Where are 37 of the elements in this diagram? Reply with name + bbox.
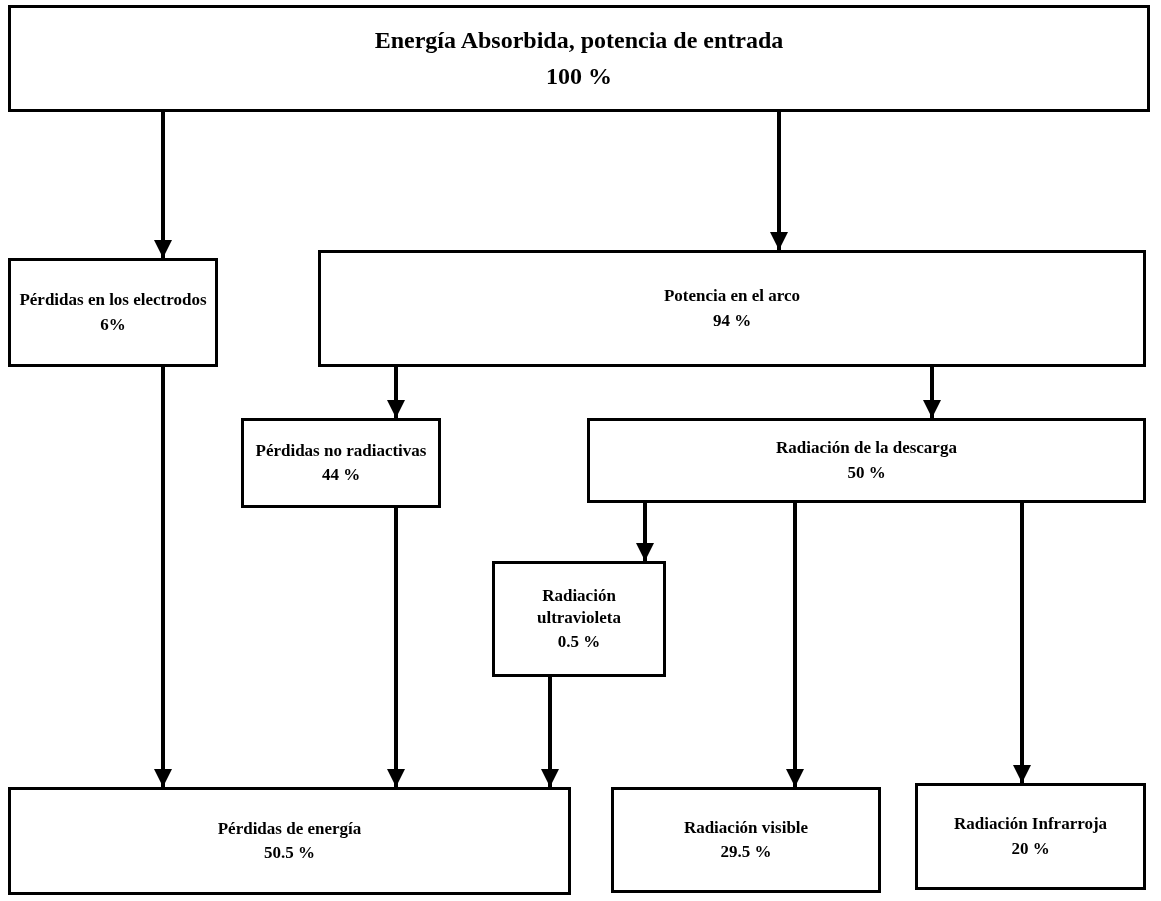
process-box — [8, 5, 1150, 112]
box-heading: Pérdidas en los electrodos — [19, 289, 207, 312]
percentage-value: 6% — [100, 313, 126, 336]
arrow — [636, 503, 654, 561]
percentage-value: 44 % — [321, 464, 361, 486]
percentage-value: 20 % — [1011, 837, 1050, 860]
process-box — [318, 250, 1146, 367]
percentage-value: 50.5 % — [264, 842, 315, 864]
box-heading: Potencia en el arco — [663, 285, 801, 308]
arrow — [154, 367, 172, 787]
arrow — [387, 508, 405, 787]
box-heading: Pérdidas de energía — [217, 817, 362, 840]
arrow — [154, 112, 172, 258]
process-box — [8, 787, 571, 895]
arrow — [786, 503, 804, 787]
percentage-value: 29.5 % — [720, 841, 772, 863]
arrow — [770, 112, 788, 250]
percentage-value: 100 % — [546, 61, 612, 91]
percentage-value: 94 % — [712, 309, 752, 332]
arrow — [541, 677, 559, 787]
process-box — [492, 561, 666, 677]
percentage-value: 50 % — [847, 461, 886, 484]
box-heading: Radiación visible — [683, 816, 809, 839]
arrow — [1013, 503, 1031, 783]
box-heading: Pérdidas no radiactivas — [255, 439, 427, 462]
process-box — [241, 418, 441, 508]
box-heading: Radiación Infrarroja — [953, 813, 1108, 836]
percentage-value: 0.5 % — [557, 631, 601, 654]
box-heading: Radiación ultravioleta — [535, 584, 622, 629]
process-box — [8, 258, 218, 367]
arrow — [387, 367, 405, 418]
arrow — [923, 367, 941, 418]
process-box — [915, 783, 1146, 890]
box-heading: Energía Absorbida, potencia de entrada — [374, 26, 784, 56]
process-box — [611, 787, 881, 893]
box-heading: Radiación de la descarga — [776, 437, 957, 460]
process-box — [587, 418, 1146, 503]
